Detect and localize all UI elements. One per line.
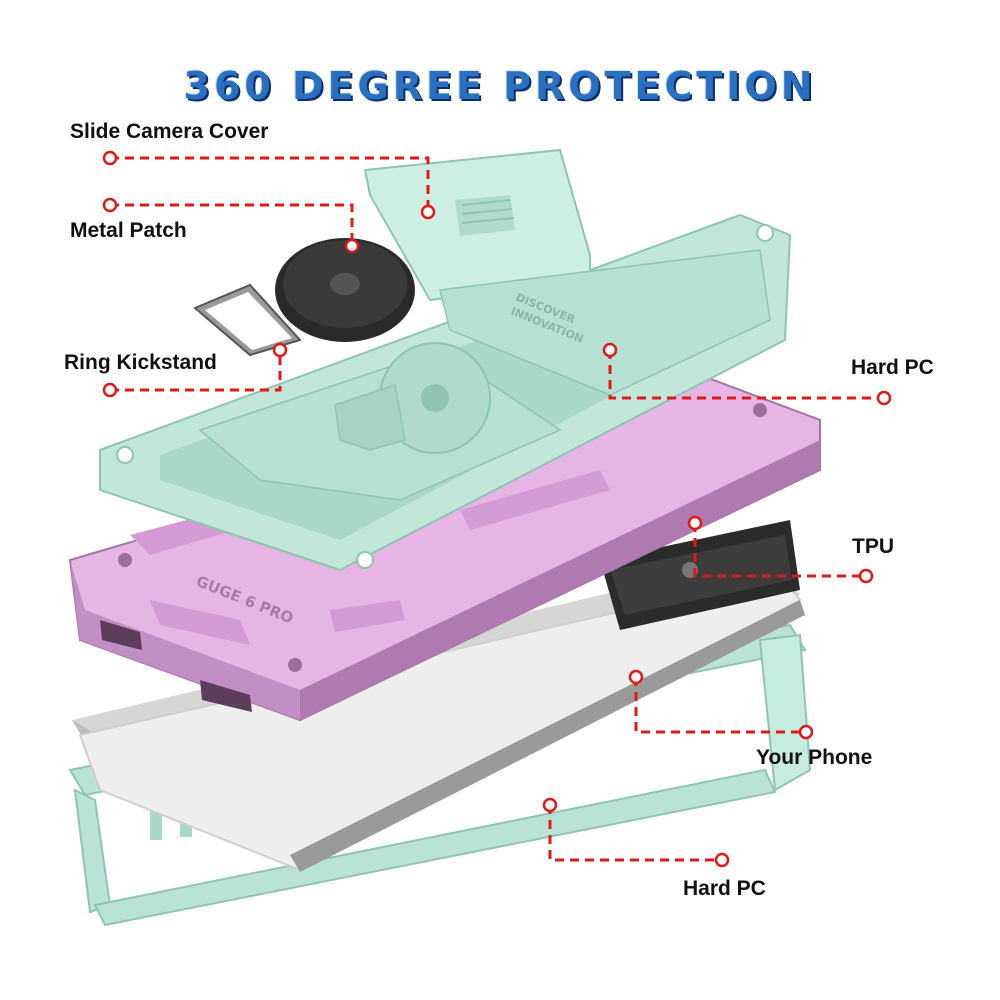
camera-slider-icon <box>363 148 591 302</box>
callout-lines <box>110 156 884 862</box>
callout-your-phone <box>634 677 806 734</box>
label-tpu: TPU <box>852 535 894 558</box>
page-title: 360 DEGREE PROTECTION <box>183 64 817 108</box>
callout-ring-kickstand <box>110 350 282 392</box>
callout-endpoints <box>102 150 892 868</box>
callout-metal-patch <box>110 203 354 246</box>
callout-hard-pc-bottom <box>548 805 722 862</box>
metal-patch-icon <box>275 238 415 342</box>
phone-illustration <box>72 520 805 872</box>
ring-kickstand-icon <box>193 238 415 357</box>
label-slide-camera-cover: Slide Camera Cover <box>70 120 269 143</box>
label-metal-patch: Metal Patch <box>70 219 187 242</box>
tpu-inner-case: GUGE 6 PRO <box>68 373 821 722</box>
callout-slide-camera-cover <box>110 156 430 212</box>
label-your-phone: Your Phone <box>756 746 873 769</box>
label-hard-pc-top: Hard PC <box>851 356 934 379</box>
top-hard-pc-back-plate: DISCOVER INNOVATION <box>99 148 792 572</box>
callout-hard-pc-top <box>608 350 884 400</box>
label-ring-kickstand: Ring Kickstand <box>64 351 217 374</box>
callout-tpu <box>693 523 866 578</box>
label-hard-pc-bottom: Hard PC <box>683 877 766 900</box>
